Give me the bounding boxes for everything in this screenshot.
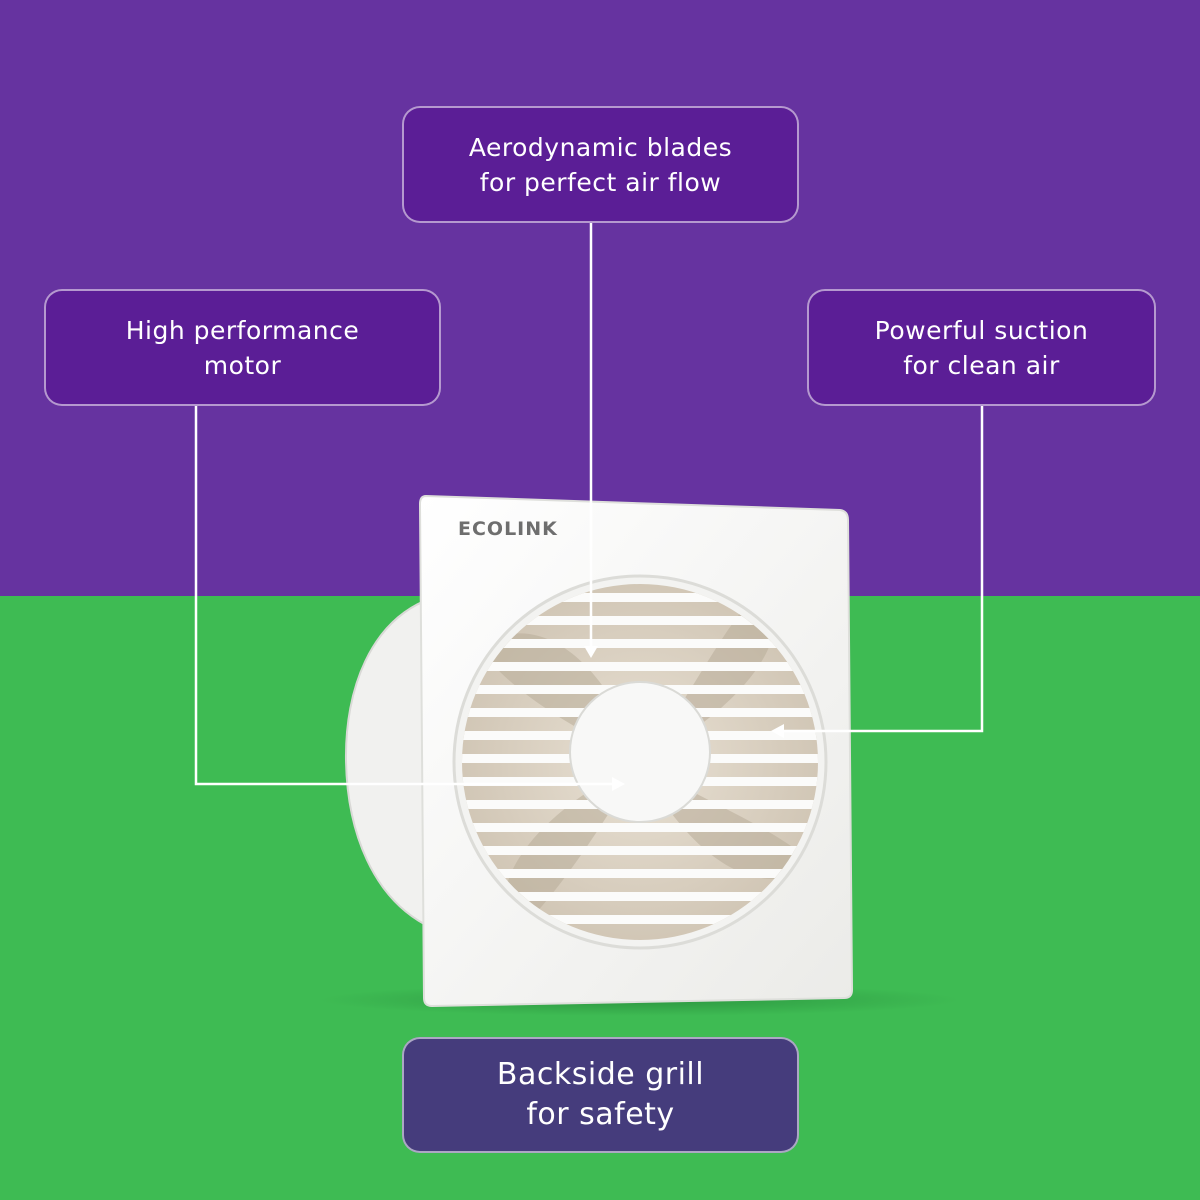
callout-backside-grill: Backside grill for safety (402, 1037, 799, 1153)
arrowhead-motor (612, 777, 625, 791)
fan-center-hub (569, 681, 711, 823)
connector-motor (194, 406, 618, 786)
arrowhead-blades (584, 646, 598, 658)
connector-lines (194, 223, 984, 786)
callout-aerodynamic-blades: Aerodynamic blades for perfect air flow (402, 106, 799, 223)
brand-logo: ECOLINK (458, 518, 558, 540)
connector-suction (778, 406, 984, 733)
callout-powerful-suction: Powerful suction for clean air (807, 289, 1156, 406)
callout-high-performance-motor: High performance motor (44, 289, 441, 406)
fan-rear-housing (344, 596, 433, 930)
connector-arrowheads (584, 646, 784, 791)
arrowhead-suction (771, 724, 784, 738)
